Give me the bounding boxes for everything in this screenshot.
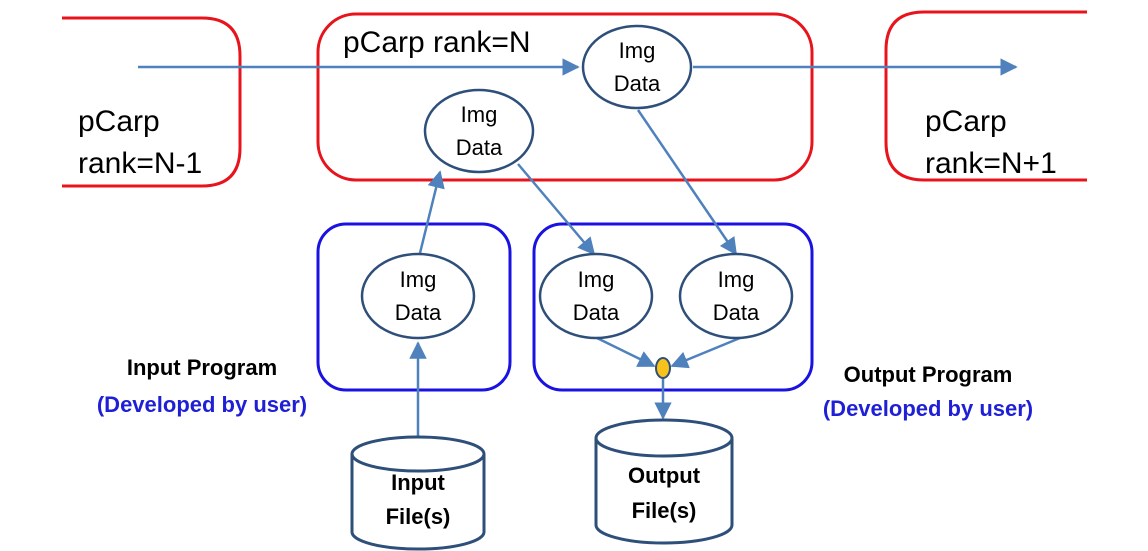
arrow-input-to-rank [418, 170, 445, 254]
arrow-output-left-to-junction [596, 336, 656, 368]
node-rank-left: Img Data [423, 88, 535, 174]
input-program-box [316, 222, 512, 392]
node-rank-top-line1: Img [619, 38, 656, 63]
rank-current-box [316, 12, 814, 182]
output-program-subtitle: (Developed by user) [823, 396, 1033, 421]
arrow-rank-top-to-output-right [636, 109, 738, 256]
rank-prev-box [62, 16, 242, 188]
output-program-title: Output Program [844, 362, 1013, 387]
node-input-line2: Data [395, 300, 442, 325]
merge-junction [655, 357, 671, 379]
node-output-left-line2: Data [573, 300, 620, 325]
node-output-left: Img Data [538, 252, 654, 340]
node-output-right-line1: Img [718, 267, 755, 292]
rank-next-box [884, 10, 1087, 182]
output-file-line2: File(s) [632, 498, 697, 523]
node-rank-left-line2: Data [456, 135, 503, 160]
node-output-right: Img Data [678, 252, 794, 340]
node-rank-top: Img Data [581, 24, 693, 110]
input-program-title: Input Program [127, 355, 277, 380]
arrow-output-right-to-junction [670, 336, 741, 369]
input-file-line1: Input [391, 470, 445, 495]
output-program-box [532, 222, 814, 392]
node-rank-left-line1: Img [461, 102, 498, 127]
node-input: Img Data [360, 252, 476, 340]
arrow-rank-left-to-output-left [517, 163, 596, 256]
rank-next-label-line1: pCarp [925, 105, 1007, 138]
node-input-line1: Img [400, 267, 437, 292]
node-rank-top-line2: Data [614, 71, 661, 96]
input-file-line2: File(s) [386, 504, 451, 529]
output-file-line1: Output [628, 463, 701, 488]
node-output-right-line2: Data [713, 300, 760, 325]
rank-prev-label-line1: pCarp [78, 105, 160, 138]
rank-current-title: pCarp rank=N [343, 26, 531, 59]
input-program-subtitle: (Developed by user) [97, 392, 307, 417]
node-output-left-line1: Img [578, 267, 615, 292]
rank-prev-label-line2: rank=N-1 [78, 147, 202, 180]
output-file-cylinder: Output File(s) [594, 418, 734, 545]
rank-next-label-line2: rank=N+1 [925, 147, 1057, 180]
input-file-cylinder: Input File(s) [350, 435, 486, 551]
